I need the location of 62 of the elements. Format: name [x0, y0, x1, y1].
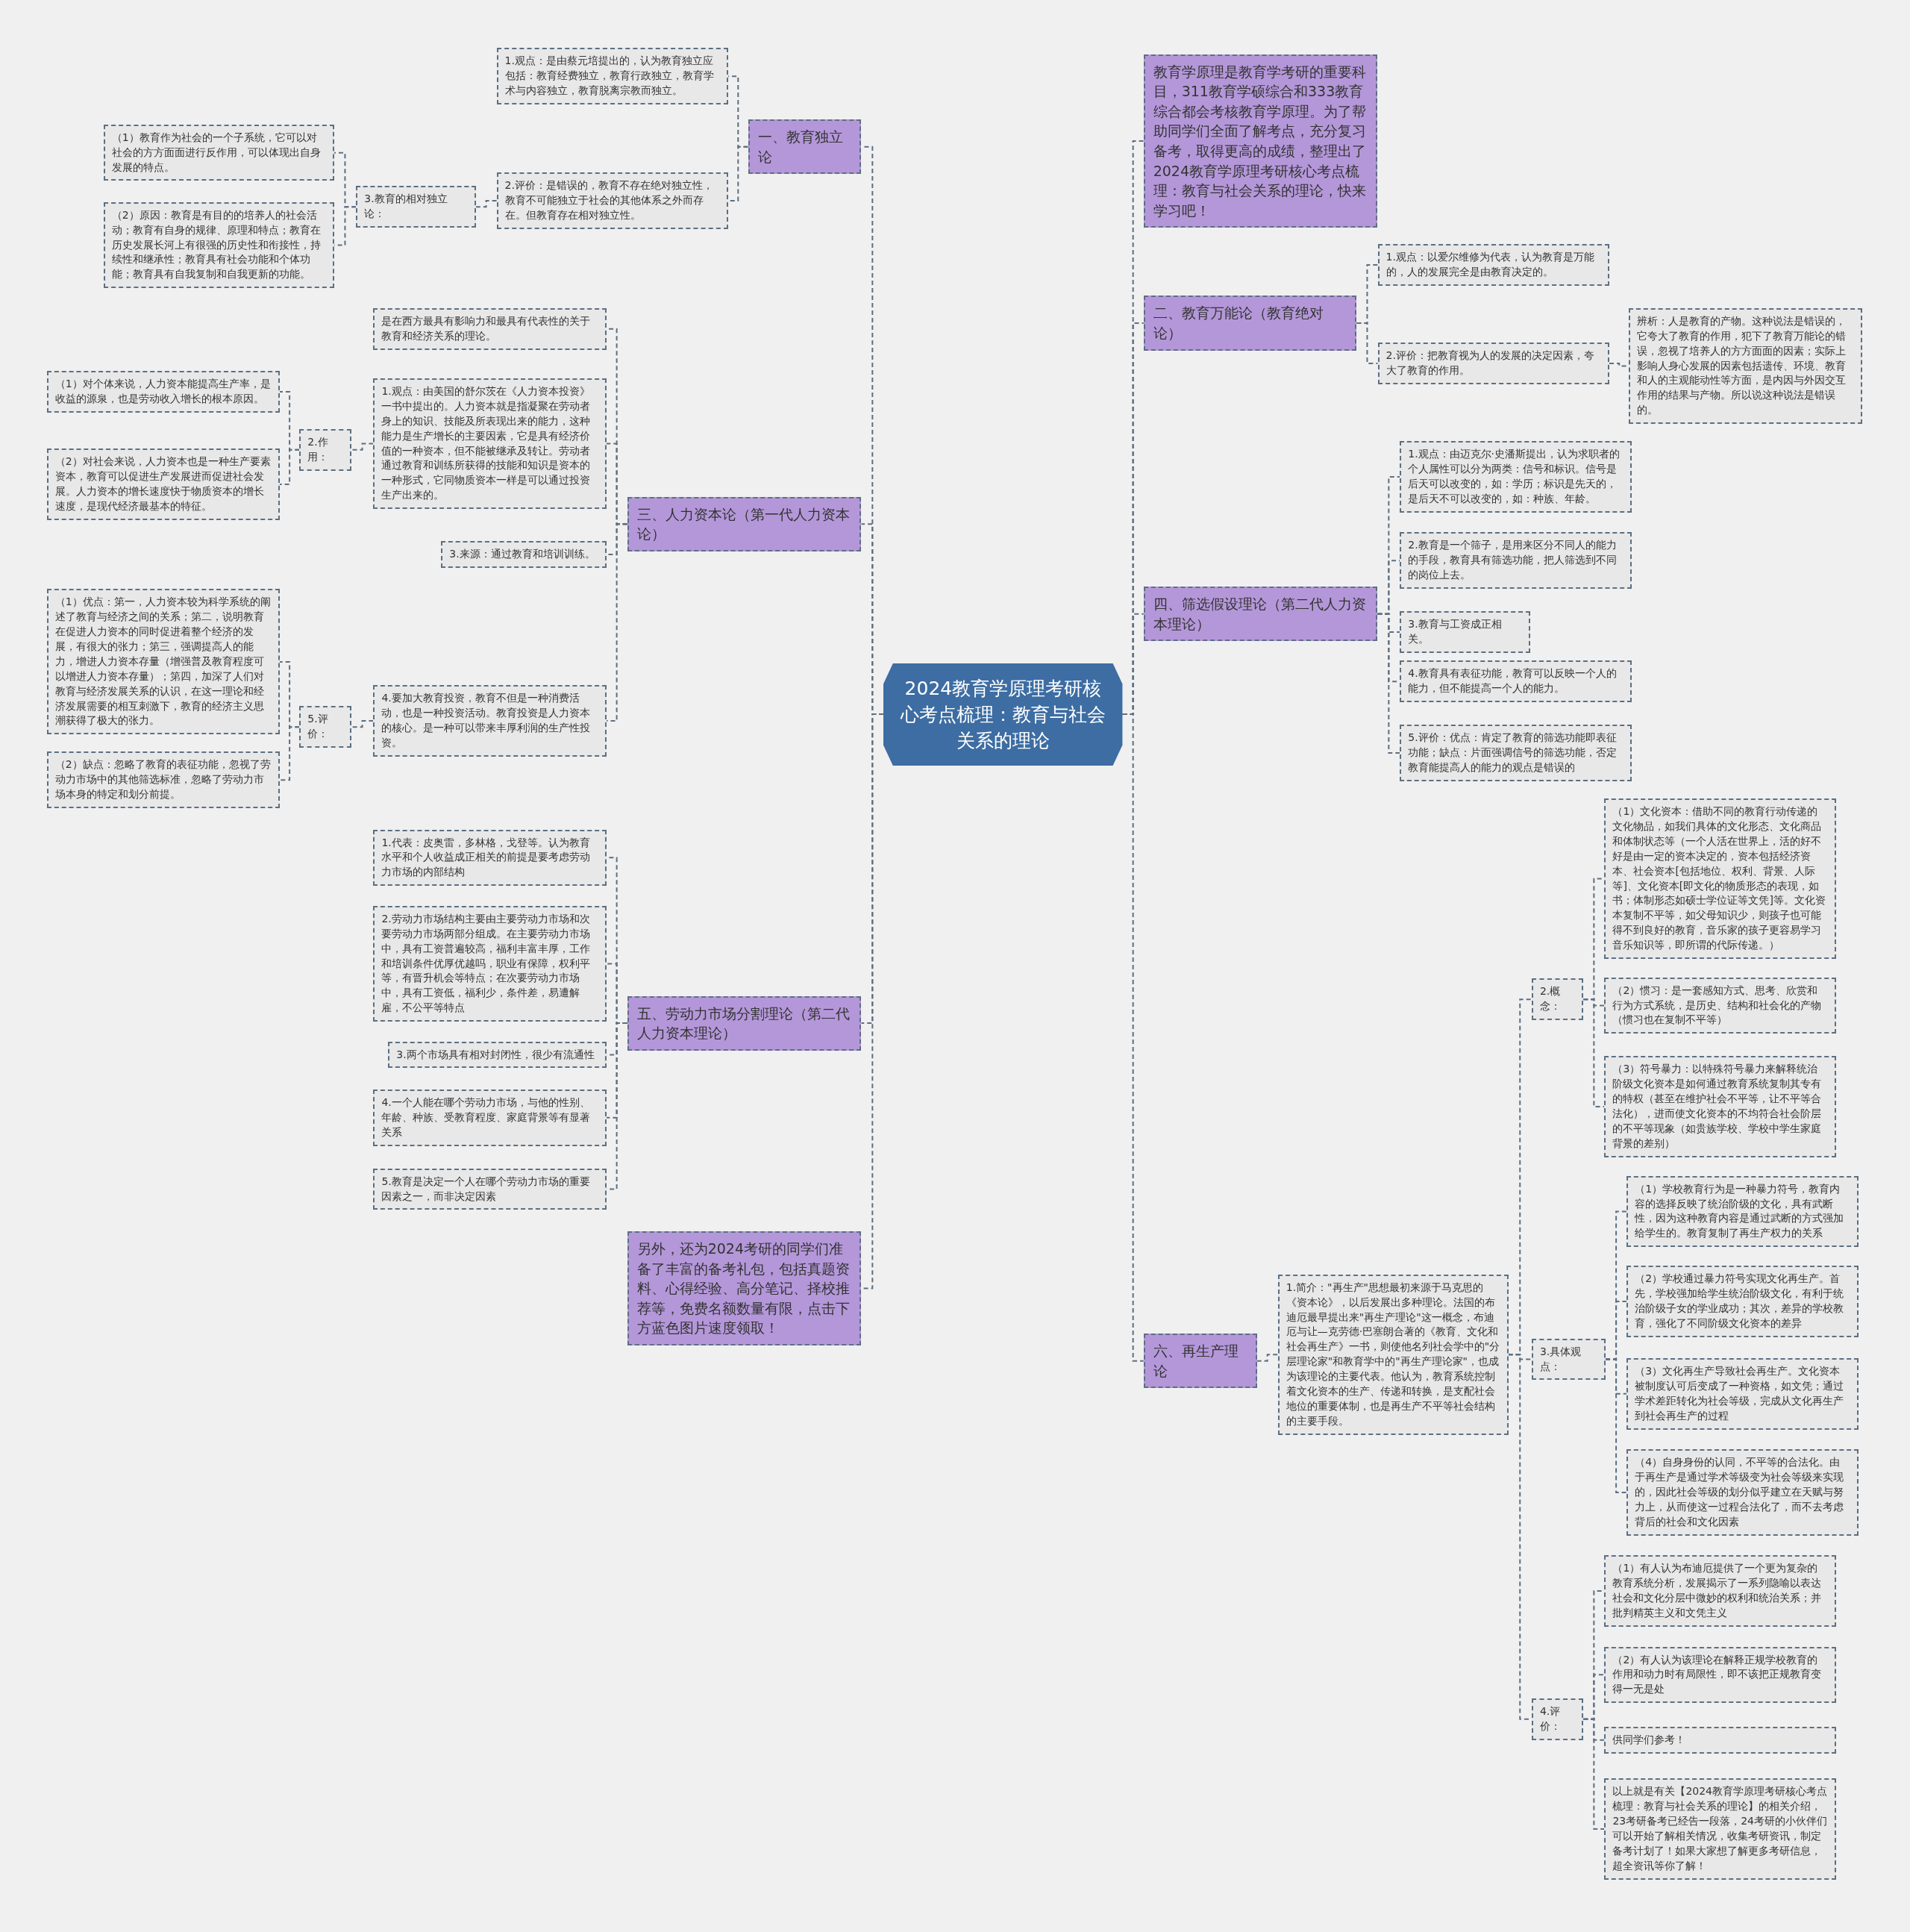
- connector-line: [475, 200, 498, 208]
- note-box: 辨析：人是教育的产物。这种说法是错误的，它夸大了教育的作用，犯下了教育万能论的错误，忽视了培养人的方方面面的因素；实际上影响人身心发展的因素包括遗传、环境、教育和人的主观能动性等方面，是内因与外因交互作用的结果与产物。所以说这种说法是错误的。: [1629, 307, 1862, 424]
- note-box: 3.来源：通过教育和培训训练。: [441, 541, 607, 568]
- note-box: （4）自身身份的认同，不平等的合法化。由于再生产是通过学术等级变为社会等级来实现的，因此社会等级的划分似乎建立在天赋与努力上，从而使这一过程合法化了，而不去考虑背后的社会和文化因素: [1626, 1449, 1859, 1536]
- note-box: （2）有人认为该理论在解释正规学校教育的作用和动力时有局限性，即不该把正规教育变得一无是处: [1604, 1646, 1836, 1704]
- note-box: 5.评价：: [299, 706, 351, 748]
- note-box: 2.作用：: [299, 428, 351, 471]
- note-box: 4.教育具有表征功能，教育可以反映一个人的能力，但不能提高一个人的能力。: [1400, 660, 1632, 702]
- topic-box: 四、筛选假设理论（第二代人力资本理论）: [1143, 587, 1378, 642]
- note-box: 2.评价：把教育视为人的发展的决定因素，夸大了教育的作用。: [1377, 343, 1609, 384]
- note-box: 2.教育是一个筛子，是用来区分不同人的能力的手段，教育具有筛选功能，把人筛选到不同的岗位上去。: [1400, 532, 1632, 590]
- note-box: 5.教育是决定一个人在哪个劳动力市场的重要因素之一，而非决定因素: [373, 1168, 607, 1210]
- note-box: （2）缺点：忽略了教育的表征功能，忽视了劳动力市场中的其他筛选标准，忽略了劳动力市场本身的特定和划分前提。: [46, 751, 280, 809]
- note-box: 2.评价：是错误的，教育不存在绝对独立性，教育不可能独立于社会的其他体系之外而存在。但教育存在相对独立性。: [496, 172, 729, 229]
- note-box: 3.教育与工资成正相关。: [1400, 611, 1531, 653]
- note-box: 5.评价：优点：肯定了教育的筛选功能即表征功能；缺点：片面强调信号的筛选功能，否定教育能提高人的能力的观点是错误的: [1400, 725, 1632, 781]
- note-box: 1.观点：以爱尔维修为代表，认为教育是万能的，人的发展完全是由教育决定的。: [1377, 244, 1609, 286]
- note-box: 2.劳动力市场结构主要由主要劳动力市场和次要劳动力市场两部分组成。在主要劳动力市场中，具有工资普遍较高，福利丰富丰厚，工作和培训条件优厚优越吗，职业有保障，权利平等，有晋升机会等特点；在次要劳动力市场中，具有工资低，福利少，条件差，易遭解雇，不公平等特点: [373, 905, 607, 1022]
- connector-line: [1582, 1718, 1606, 1830]
- note-box: （3）文化再生产导致社会再生产。文化资本被制度认可后变成了一种资格，如文凭；通过学术差距转化为社会等级，完成从文化再生产到社会再生产的过程: [1626, 1358, 1859, 1430]
- note-box: 1.代表：皮奥雷，多林格，戈登等。认为教育水平和个人收益成正相关的前提是要考虑劳动力市场的内部结构: [373, 829, 607, 887]
- connector-line: [1605, 1358, 1628, 1493]
- note-box: （1）学校教育行为是一种暴力符号，教育内容的选择反映了统治阶级的文化，具有武断性，因为这种教育内容是通过武断的方式强加给学生的。教育复制了再生产权力的关系: [1626, 1175, 1859, 1248]
- note-box: 是在西方最具有影响力和最具有代表性的关于教育和经济关系的理论。: [373, 307, 607, 350]
- connector-line: [278, 726, 301, 781]
- note-box: 2.概念：: [1531, 978, 1584, 1021]
- note-box: 3.两个市场具有相对封闭性，很少有流通性: [388, 1041, 607, 1069]
- note-box: 1.观点：是由蔡元培提出的，认为教育独立应包括：教育经费独立，教育行政独立，教育学术与内容独立，教育脱离宗教而独立。: [496, 48, 729, 105]
- note-box: 4.要加大教育投资，教育不但是一种消费活动，也是一种投资活动。教育投资是人力资本的核心。是一种可以带来丰厚利润的生产性投资。: [373, 685, 607, 757]
- note-box: 4.一个人能在哪个劳动力市场，与他的性别、年龄、种族、受教育程度、家庭背景等有显著关系: [373, 1090, 607, 1146]
- note-box: （2）原因：教育是有目的的培养人的社会活动；教育有自身的规律、原理和特点；教育在历史发展长河上有很强的历史性和衔接性，持续性和继承性；教育具有社会功能和个体功能；教育具有自我复制和自我更新的功能。: [103, 201, 334, 289]
- topic-box: 三、人力资本论（第一代人力资本论）: [627, 496, 862, 551]
- connector-line: [1256, 1354, 1279, 1362]
- note-box: （3）符号暴力：以特殊符号暴力来解释统治阶级文化资本是如何通过教育系统复制其专有的特权（甚至在维护社会不平等，让不平等合法化），进而使文化资本的不均符合社会阶层的不平等现象（如贵族学校、学校中学生家庭背景的差别）: [1604, 1056, 1836, 1157]
- note-box: （1）优点：第一，人力资本较为科学系统的阐述了教育与经济之间的关系；第二，说明教育在促进人力资本的同时促进着整个经济的发展，有很大的张力；第三，强调提高人的能力，增进人力资本存量（增强普及教育程度可以增进人力资本存量）；第四，加深了人们对教育与经济发展关系的认识，在这一理论和经济发展需要的相互刺激下，教育的经济主义思潮获得了极大的张力。: [46, 589, 280, 735]
- note-box: （1）文化资本：借助不同的教育行动传递的文化物品，如我们具体的文化形态、文化商品和体制状态等（一个人活在世界上，活的好不好是由一定的资本决定的，资本包括经济资本、社会资本[包括地位、权利、背景、人际等]、文化资本[即文化的物质形态的表现，如书；体制形态如硕士学位证等文凭]等。文化资本复制不平等，如父母知识少，则孩子也可能得不到良好的教育，音乐家的孩子更容易学习音乐知识等，即所谓的代际传递。）: [1604, 798, 1836, 959]
- note-box: 3.具体观点：: [1531, 1338, 1606, 1381]
- note-box: （2）学校通过暴力符号实现文化再生产。首先，学校强加给学生统治阶级文化，有利于统治阶级子女的学业成功；其次，差异的学校教育，强化了不同阶级文化资本的差异: [1626, 1266, 1859, 1337]
- connector-line: [1377, 613, 1401, 754]
- note-box: 3.教育的相对独立论：: [356, 186, 476, 228]
- note-box: 1.简介："再生产"思想最初来源于马克思的《资本论》，以后发展出多种理论。法国的布迪厄最早提出来"再生产理论"这一概念，布迪厄与让—克劳德·巴塞朗合著的《教育、文化和社会再生产》一书，则使他名列社会学中的"分层理论家"和教育学中的"再生产理论家"，也成为该理论的主要代表。他认为，教育系统控制着文化资本的生产、传递和转换，是支配社会地位的重要体制，也是再生产不平等社会结构的主要手段。: [1277, 1274, 1509, 1435]
- topic-box: 六、再生产理论: [1143, 1334, 1257, 1389]
- topic-box: 一、教育独立论: [748, 119, 862, 175]
- topic-box: 另外，还为2024考研的同学们准备了丰富的备考礼包，包括真题资料、心得经验、高分笔记、择校推荐等，免费名额数量有限，点击下方蓝色图片速度领取！: [627, 1231, 862, 1345]
- note-box: 供同学们参考！: [1604, 1726, 1836, 1754]
- note-box: （1）教育作为社会的一个子系统，它可以对社会的方方面面进行反作用，可以体现出自身发展的特点。: [103, 124, 334, 181]
- note-box: 以上就是有关【2024教育学原理考研核心考点梳理：教育与社会关系的理论】的相关介绍，23考研备考已经告一段落，24考研的小伙伴们可以开始了解相关情况，收集考研资讯，制定备考计划了！如果大家想了解更多考研信息，超全资讯等你了解！: [1604, 1778, 1836, 1880]
- connector-line: [1582, 998, 1606, 1108]
- connector-line: [278, 448, 301, 485]
- topic-box: 五、劳动力市场分割理论（第二代人力资本理论）: [627, 995, 862, 1051]
- note-box: 1.观点：由迈克尔·史潘斯提出，认为求职者的个人属性可以分为两类：信号和标识。信号是后天可以改变的，如：学历；标识是先天的，是后天不可以改变的，如：种族、年龄。: [1400, 441, 1632, 513]
- note-box: （2）惯习：是一套感知方式、思考、欣赏和行为方式系统，是历史、结构和社会化的产物（惯习也在复制不平等）: [1604, 977, 1836, 1034]
- central-topic: 2024教育学原理考研核心考点梳理：教育与社会关系的理论: [883, 663, 1123, 766]
- note-box: （1）有人认为布迪厄提供了一个更为复杂的教育系统分析，发展揭示了一系列隐喻以表达社会和文化分层中微妙的权利和统治关系；并批判精英主义和文凭主义: [1604, 1555, 1836, 1627]
- topic-box: 教育学原理是教育学考研的重要科目，311教育学硕综合和333教育综合都会考核教育学原理。为了帮助同学们全面了解考点，充分复习备考，取得更高的成绩，整理出了2024教育学原理考研核心考点梳理：教育与社会关系的理论，快来学习吧！: [1143, 54, 1378, 228]
- note-box: （2）对社会来说，人力资本也是一种生产要素资本，教育可以促进生产发展进而促进社会发展。人力资本的增长速度快于物质资本的增长速度，是现代经济最基本的特征。: [46, 448, 280, 520]
- connector-line: [1356, 322, 1379, 364]
- note-box: 4.评价：: [1531, 1698, 1584, 1740]
- note-box: （1）对个体来说，人力资本能提高生产率，是收益的源泉，也是劳动收入增长的根本原因。: [46, 371, 280, 413]
- note-box: 1.观点：由美国的舒尔茨在《人力资本投资》一书中提出的。人力资本就是指凝聚在劳动者身上的知识、技能及所表现出来的能力，这种能力是生产增长的主要因素，它是具有经济价值的一种资本，但不能被继承及转让。劳动者通过教育和训练所获得的技能和知识是资本的一种形式，它同物质资本一样是可以通过投资生产出来的。: [373, 378, 607, 510]
- topic-box: 二、教育万能论（教育绝对论）: [1143, 296, 1357, 351]
- connector-line: [605, 523, 628, 722]
